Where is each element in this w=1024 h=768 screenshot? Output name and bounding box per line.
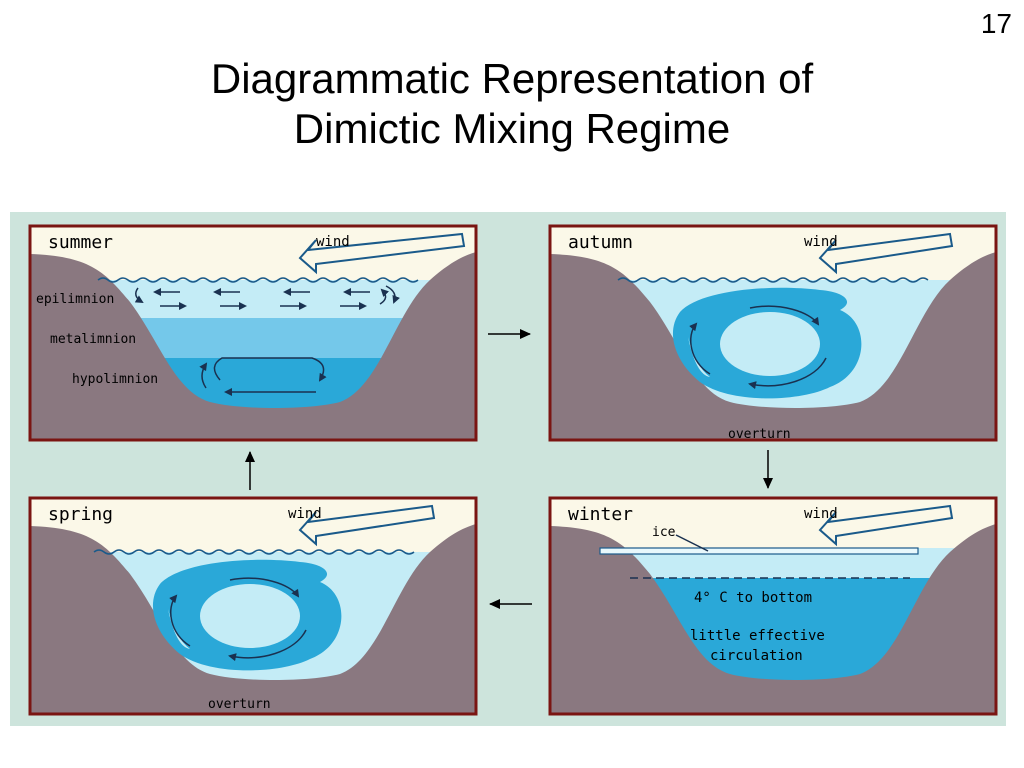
autumn-lake-basin	[550, 252, 996, 440]
dimictic-cycle-diagram: summer wind epilimnion metalimnion hypol…	[10, 212, 1006, 726]
autumn-overturn-label: overturn	[728, 427, 791, 442]
autumn-wind-arrow	[818, 232, 954, 275]
summer-epilimnion-circulation-arrows	[134, 285, 400, 310]
winter-ice-layer	[599, 547, 919, 555]
spring-circulation-arrow-right	[228, 629, 307, 662]
spring-lake-basin	[30, 524, 476, 714]
summer-frame	[28, 224, 478, 442]
spring-frame	[28, 496, 478, 716]
autumn-water-surface	[617, 277, 929, 283]
slide-number: 17	[980, 8, 1012, 39]
slide-title: Diagrammatic Representation of Dimictic …	[0, 54, 1024, 154]
summer-epilimnion-label: epilimnion	[36, 292, 114, 307]
winter-wind-label: wind	[804, 506, 838, 522]
autumn-wind-label: wind	[804, 234, 838, 250]
winter-season-label: winter	[568, 504, 633, 525]
spring-circulation-arrow-top	[229, 577, 300, 598]
autumn-swirl-core	[720, 312, 820, 376]
spring-panel: spring wind overturn	[28, 496, 478, 716]
summer-wind-label: wind	[316, 234, 350, 250]
spring-swirl-core	[200, 584, 300, 648]
autumn-circulation-arrow-right	[748, 357, 827, 390]
spring-season-label: spring	[48, 504, 113, 525]
summer-lake-basin	[30, 252, 476, 440]
summer-hypolimnion-label: hypolimnion	[72, 372, 158, 387]
winter-frame	[548, 496, 998, 716]
title-line-1: Diagrammatic Representation of	[210, 55, 814, 102]
summer-metalimnion-label: metalimnion	[50, 332, 136, 347]
summer-wind-arrow	[298, 232, 466, 275]
summer-hypolimnion-circulation-arrows	[199, 357, 327, 396]
spring-wind-label: wind	[288, 506, 322, 522]
winter-circulation-line-1: little effective	[690, 628, 825, 644]
spring-circulation-arrow-left	[169, 594, 191, 647]
winter-wind-arrow	[818, 504, 954, 547]
autumn-circulation-arrow-top	[749, 305, 820, 326]
winter-circulation-line-2: circulation	[710, 648, 803, 664]
spring-overturn-label: overturn	[208, 697, 271, 712]
spring-wind-arrow	[298, 504, 436, 547]
title-line-2: Dimictic Mixing Regime	[293, 105, 731, 152]
spring-water-surface	[93, 549, 415, 555]
winter-ice-pointer	[675, 534, 709, 552]
winter-lake-basin	[550, 524, 996, 714]
summer-season-label: summer	[48, 232, 113, 253]
winter-4c-label: 4° C to bottom	[694, 590, 812, 606]
winter-ice-label: ice	[652, 525, 676, 540]
summer-panel: summer wind epilimnion metalimnion hypol…	[28, 224, 478, 442]
winter-panel: winter wind ice 4° C to bottom little ef…	[548, 496, 998, 716]
summer-water-surface	[97, 277, 419, 283]
autumn-circulation-arrow-left	[689, 322, 711, 375]
autumn-panel: autumn wind overturn	[548, 224, 998, 442]
autumn-frame	[548, 224, 998, 442]
autumn-season-label: autumn	[568, 232, 633, 253]
